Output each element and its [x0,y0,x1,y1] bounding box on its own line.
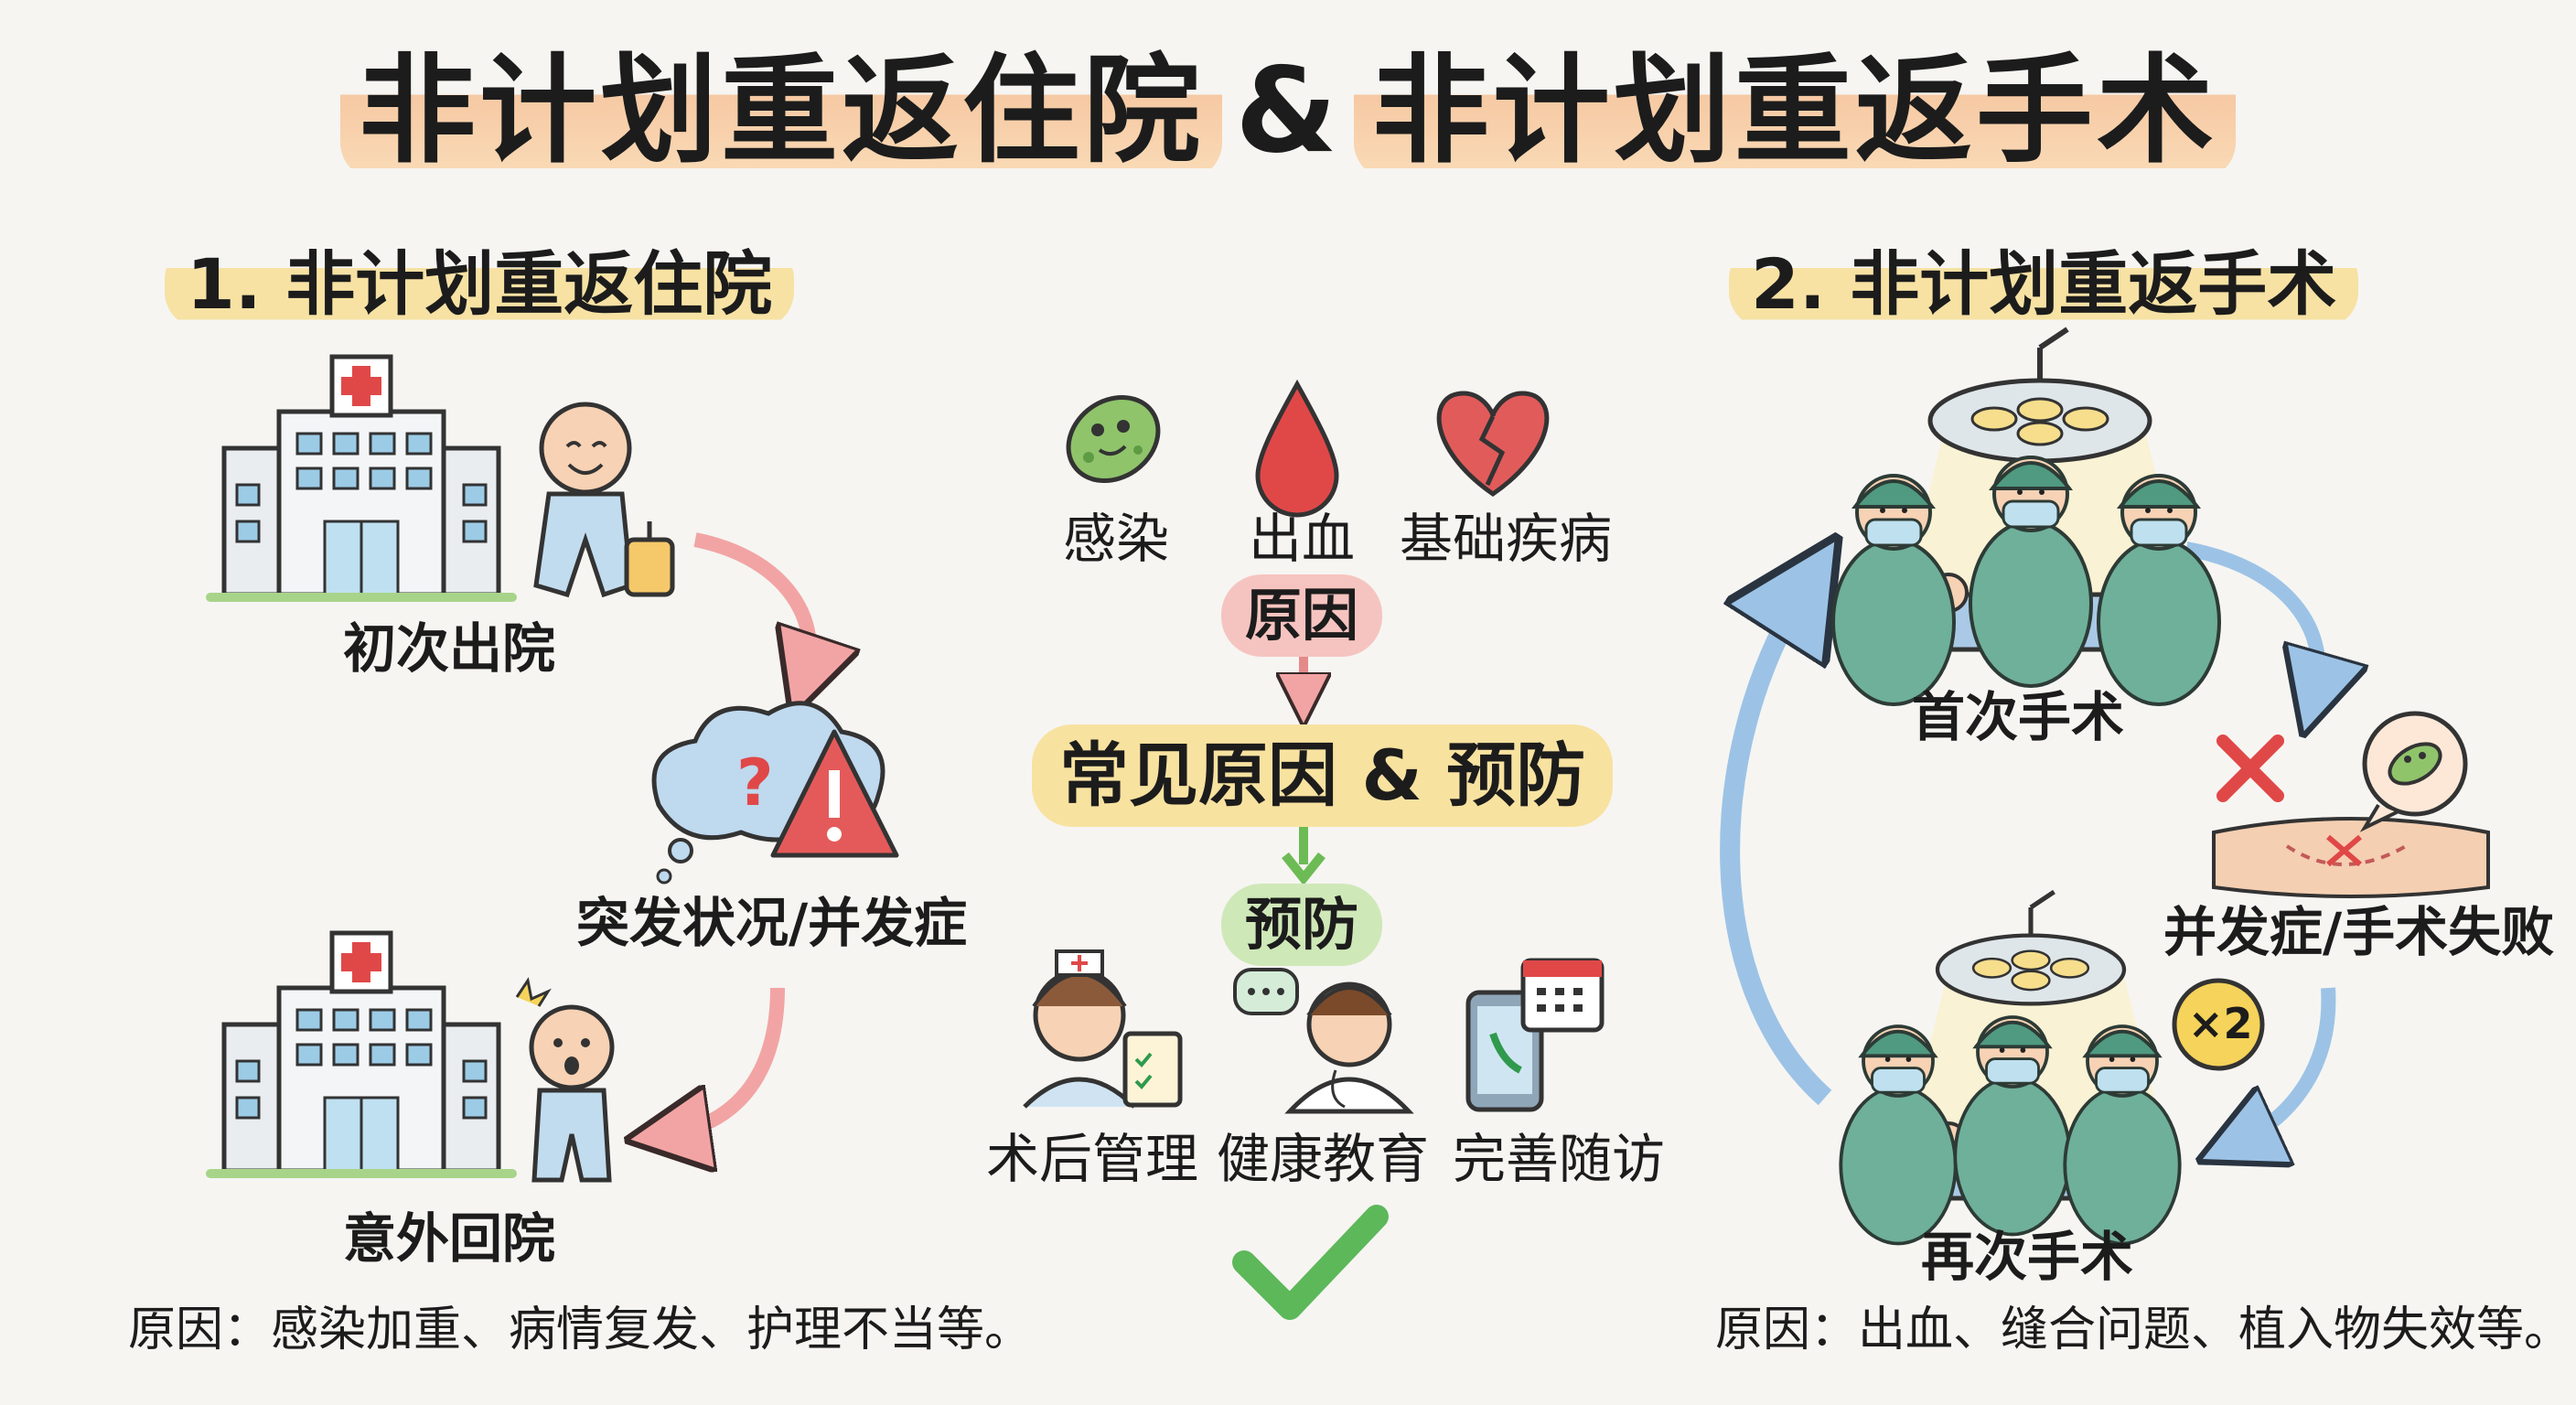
nurse-icon [1023,949,1183,1109]
doctor-education-icon [1233,968,1414,1114]
title-amp: & [1235,43,1341,179]
cause-bleeding-label: 出血 [1249,508,1356,570]
failure-x-icon [2216,735,2284,802]
phone-calendar-icon [1465,958,1605,1112]
first-surgery-scene [1831,329,2221,706]
page-title: 非计划重返住院&非计划重返手术 [0,43,2576,179]
repeat-badge-label: ×2 [2188,999,2253,1048]
prevent-postop-label: 术后管理 [986,1128,1199,1190]
left-step3-label: 意外回院 [343,1207,556,1270]
discharged-patient-icon [533,402,675,598]
left-reason: 原因：感染加重、病情复发、护理不当等。 [128,1303,1033,1357]
cycle-arrow-up [1720,585,1825,1106]
second-surgery-scene [1839,892,2182,1246]
wound-icon [2212,817,2490,898]
flow-arrow-right-2 [2237,987,2336,1143]
broken-heart-icon [1436,391,1550,498]
right-step3-label: 再次手术 [1921,1226,2134,1288]
right-section-heading: 2. 非计划重返手术 [1729,242,2359,328]
repeat-badge [2172,978,2265,1071]
hospital-icon [206,357,517,602]
checkmark-icon [1232,1205,1389,1320]
flow-arrow-right-1 [2184,542,2318,695]
prevent-followup-label: 完善随访 [1453,1128,1666,1190]
prevent-tag: 预防 [1221,884,1383,966]
title-part2: 非计划重返手术 [1353,43,2236,179]
right-reason: 原因：出血、缝合问题、植入物失效等。 [1715,1303,2572,1357]
flow-arrow-2 [668,987,785,1134]
worried-patient-icon [515,977,615,1183]
prevent-education-label: 健康教育 [1217,1128,1430,1190]
bacteria-bubble-icon [2359,711,2468,832]
right-step1-label: 首次手术 [1912,686,2125,748]
title-part1: 非计划重返住院 [340,43,1223,179]
left-step1-label: 初次出院 [343,617,556,680]
flow-arrow-1 [693,532,810,677]
cause-tag: 原因 [1221,574,1383,657]
cause-underlying-label: 基础疾病 [1400,508,1613,570]
blood-drop-icon [1255,379,1339,518]
left-step2-label: 突发状况/并发症 [576,892,968,954]
left-section-heading: 1. 非计划重返住院 [165,242,795,328]
infection-icon [1066,394,1161,484]
cause-infection-label: 感染 [1063,508,1170,570]
warning-icon [770,729,899,858]
arrow-prevent-head [1282,852,1326,886]
right-step2-label: 并发症/手术失败 [2163,901,2555,963]
svg-text:?: ? [736,745,774,820]
hospital-return-icon [206,933,517,1178]
main-topic: 常见原因 & 预防 [1032,724,1614,827]
